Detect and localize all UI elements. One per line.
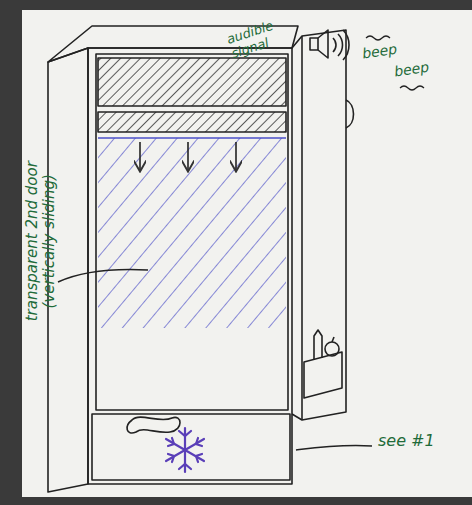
door-note: transparent 2nd door (vertically sliding…: [24, 149, 59, 333]
sound-text: beep: [361, 39, 413, 62]
callout-number: see #1: [378, 432, 448, 450]
sound-text: beep: [393, 57, 445, 80]
